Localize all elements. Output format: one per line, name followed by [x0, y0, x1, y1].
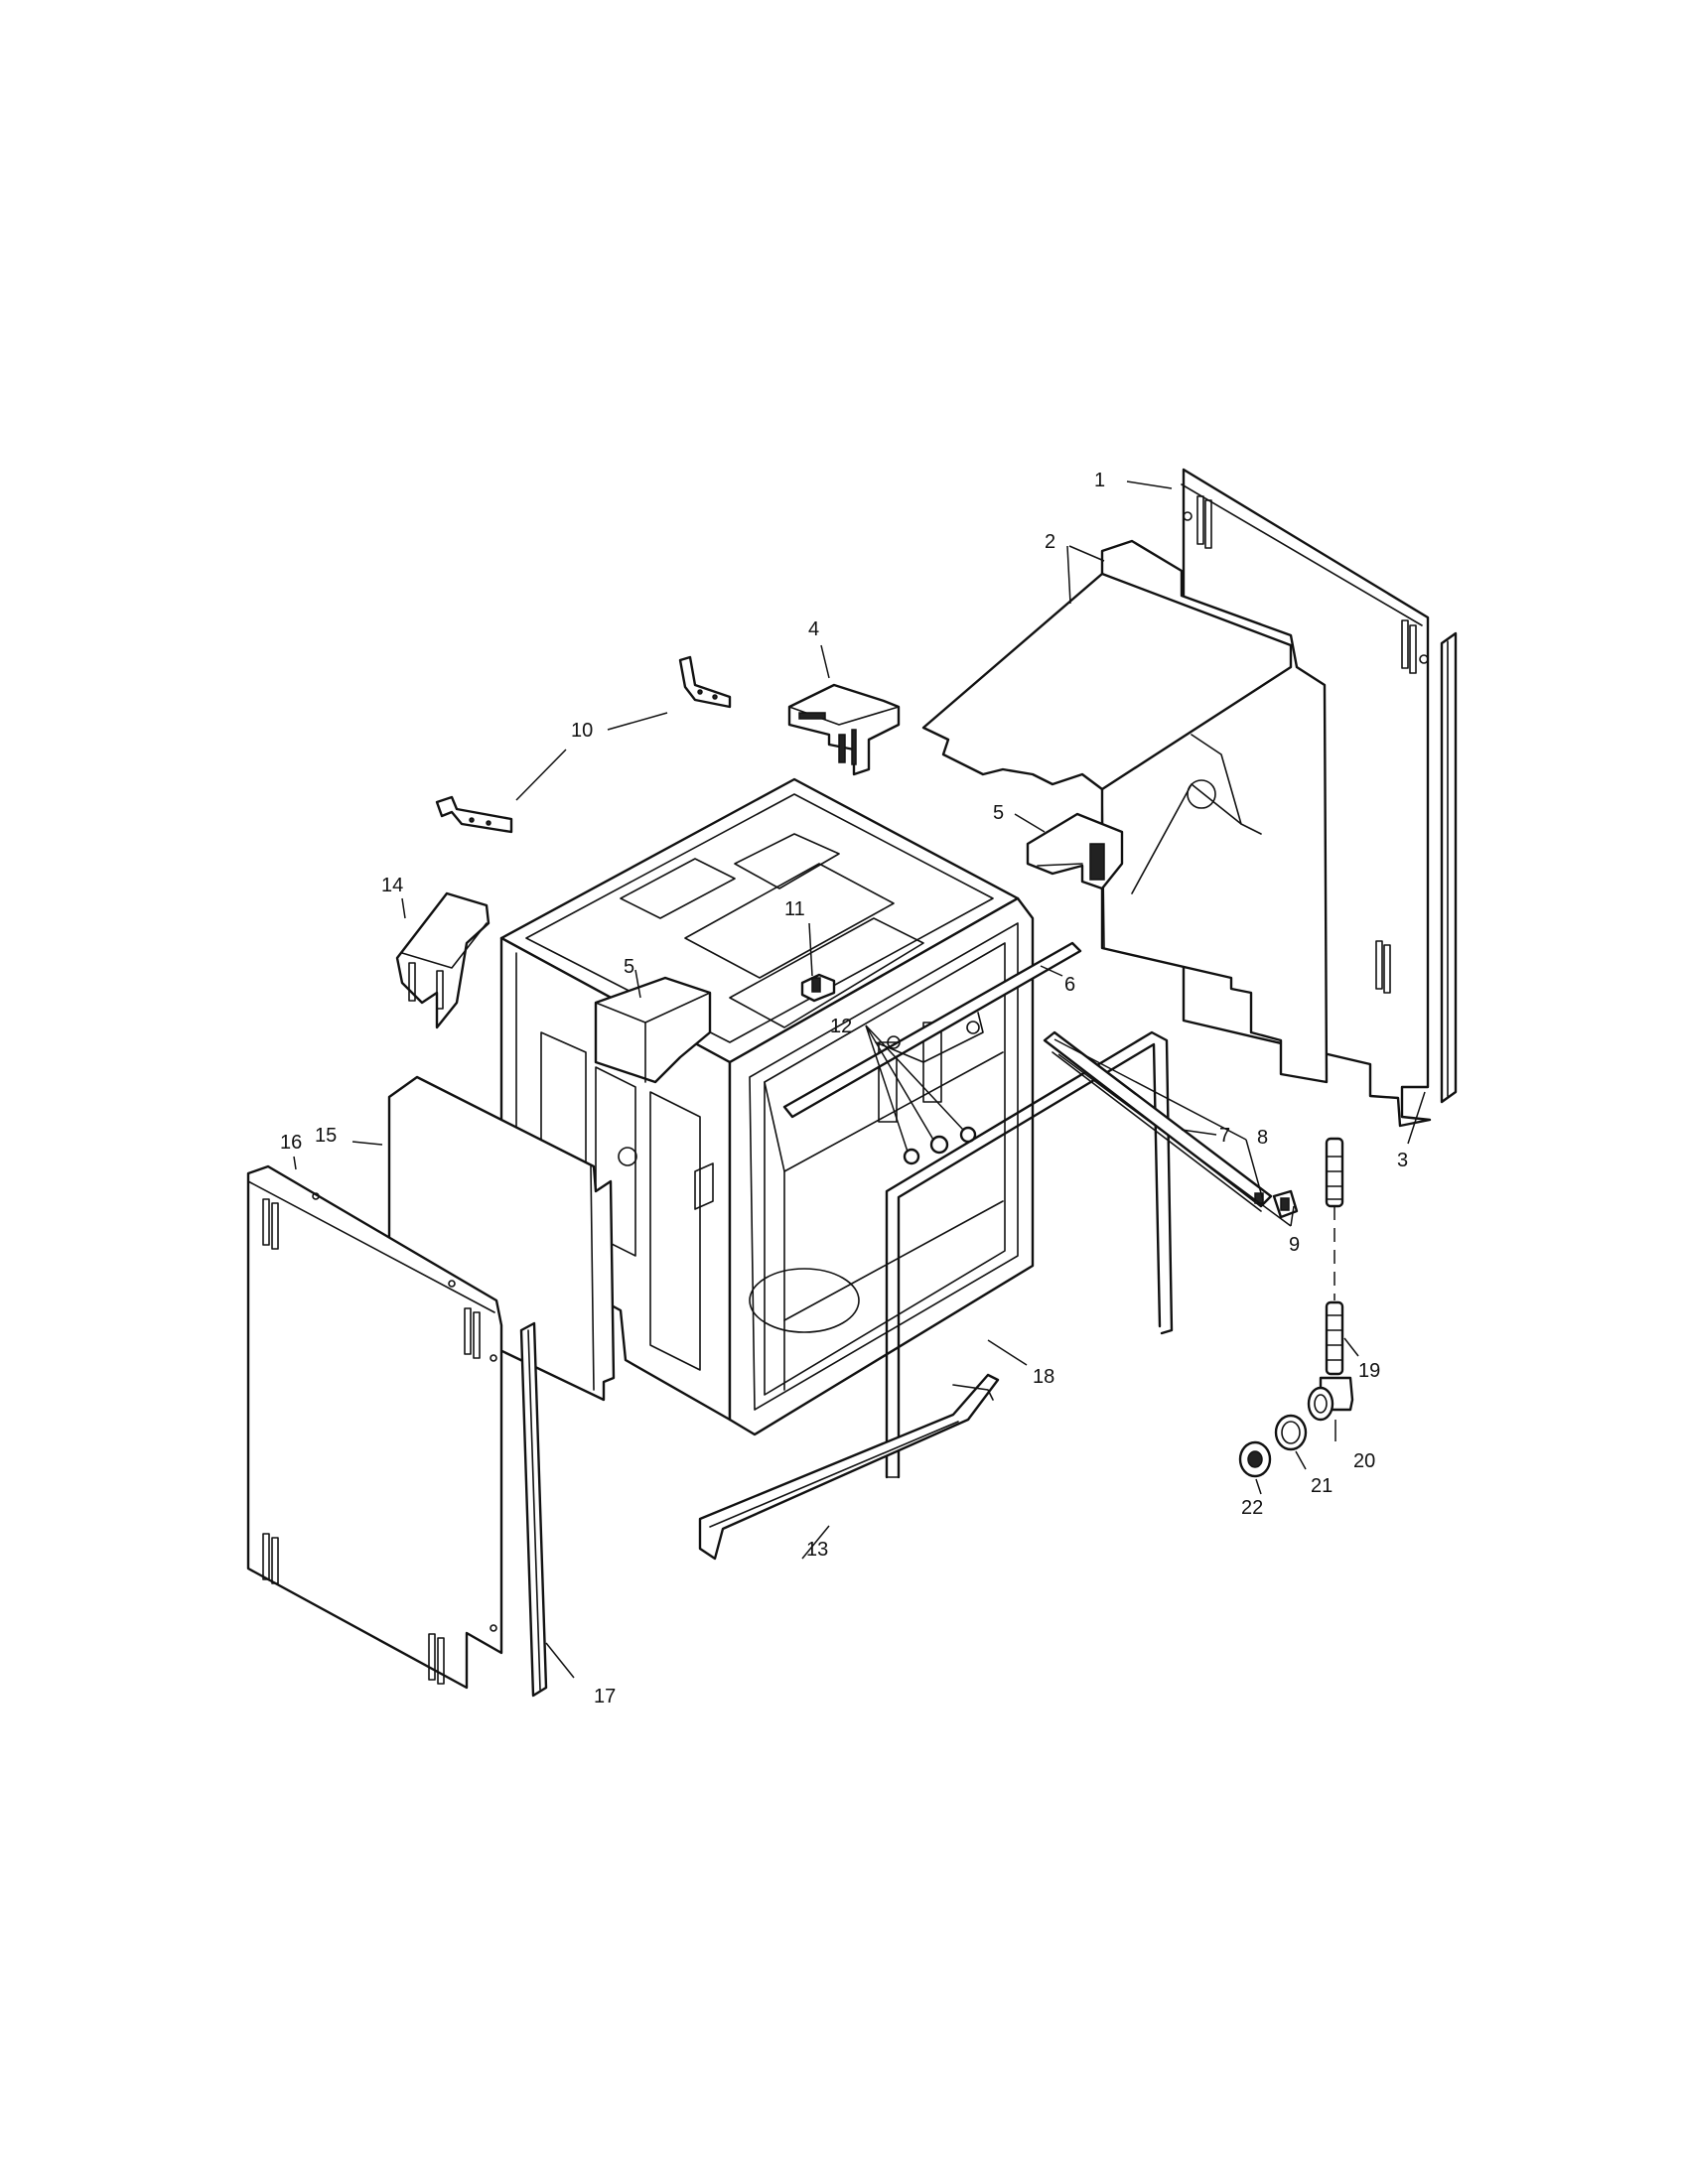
callout-17: 17 [594, 1686, 616, 1707]
callout-22: 22 [1241, 1497, 1263, 1519]
callout-14: 14 [381, 875, 403, 896]
part-hose-fitting-19 [1325, 1137, 1344, 1376]
part-elbow-20 [1307, 1376, 1354, 1422]
part-bottom-rail-13 [698, 1373, 1000, 1561]
part-gasket-loop-7 [885, 1030, 1174, 1479]
callout-4: 4 [808, 618, 819, 640]
callout-15: 15 [315, 1125, 337, 1147]
part-ring-21 [1274, 1414, 1308, 1451]
callout-labels: 1 2 3 4 5 5 6 7 8 9 10 11 12 13 14 15 16… [280, 470, 1408, 1707]
callout-8: 8 [1257, 1127, 1268, 1149]
leader-lines [293, 480, 1426, 1679]
part-l-bracket-lower [435, 795, 513, 834]
callout-7: 7 [1219, 1125, 1230, 1147]
part-side-trim-strip [1440, 631, 1458, 1104]
callout-5-lower: 5 [624, 956, 634, 978]
callout-10: 10 [571, 720, 593, 742]
part-clip-9 [1272, 1189, 1299, 1219]
part-trim-strip-17 [519, 1321, 548, 1698]
part-side-panel-16 [246, 1164, 503, 1690]
callout-20: 20 [1353, 1450, 1375, 1472]
part-l-bracket-upper [678, 655, 732, 709]
callout-18: 18 [1033, 1366, 1054, 1388]
callout-1: 1 [1094, 470, 1105, 491]
part-bracket-5-lower [594, 976, 712, 1166]
callout-19: 19 [1358, 1360, 1380, 1382]
part-clip-11 [800, 973, 836, 1003]
callout-11: 11 [784, 898, 805, 920]
callout-6: 6 [1064, 974, 1075, 996]
part-nut-22 [1238, 1440, 1272, 1478]
part-top-insulation-panel [921, 539, 1329, 1084]
callout-21: 21 [1311, 1475, 1333, 1497]
callout-3: 3 [1397, 1150, 1408, 1171]
callout-13: 13 [806, 1539, 828, 1561]
callout-12: 12 [830, 1016, 852, 1037]
callout-5-upper: 5 [993, 802, 1004, 824]
part-left-bracket-14 [395, 891, 491, 1029]
part-bracket-5-upper [1026, 812, 1124, 890]
part-top-rail-6 [782, 941, 1082, 1119]
part-bracket-block-4 [787, 683, 901, 776]
callout-2: 2 [1045, 531, 1055, 553]
callout-16: 16 [280, 1132, 302, 1154]
callout-9: 9 [1289, 1234, 1300, 1256]
